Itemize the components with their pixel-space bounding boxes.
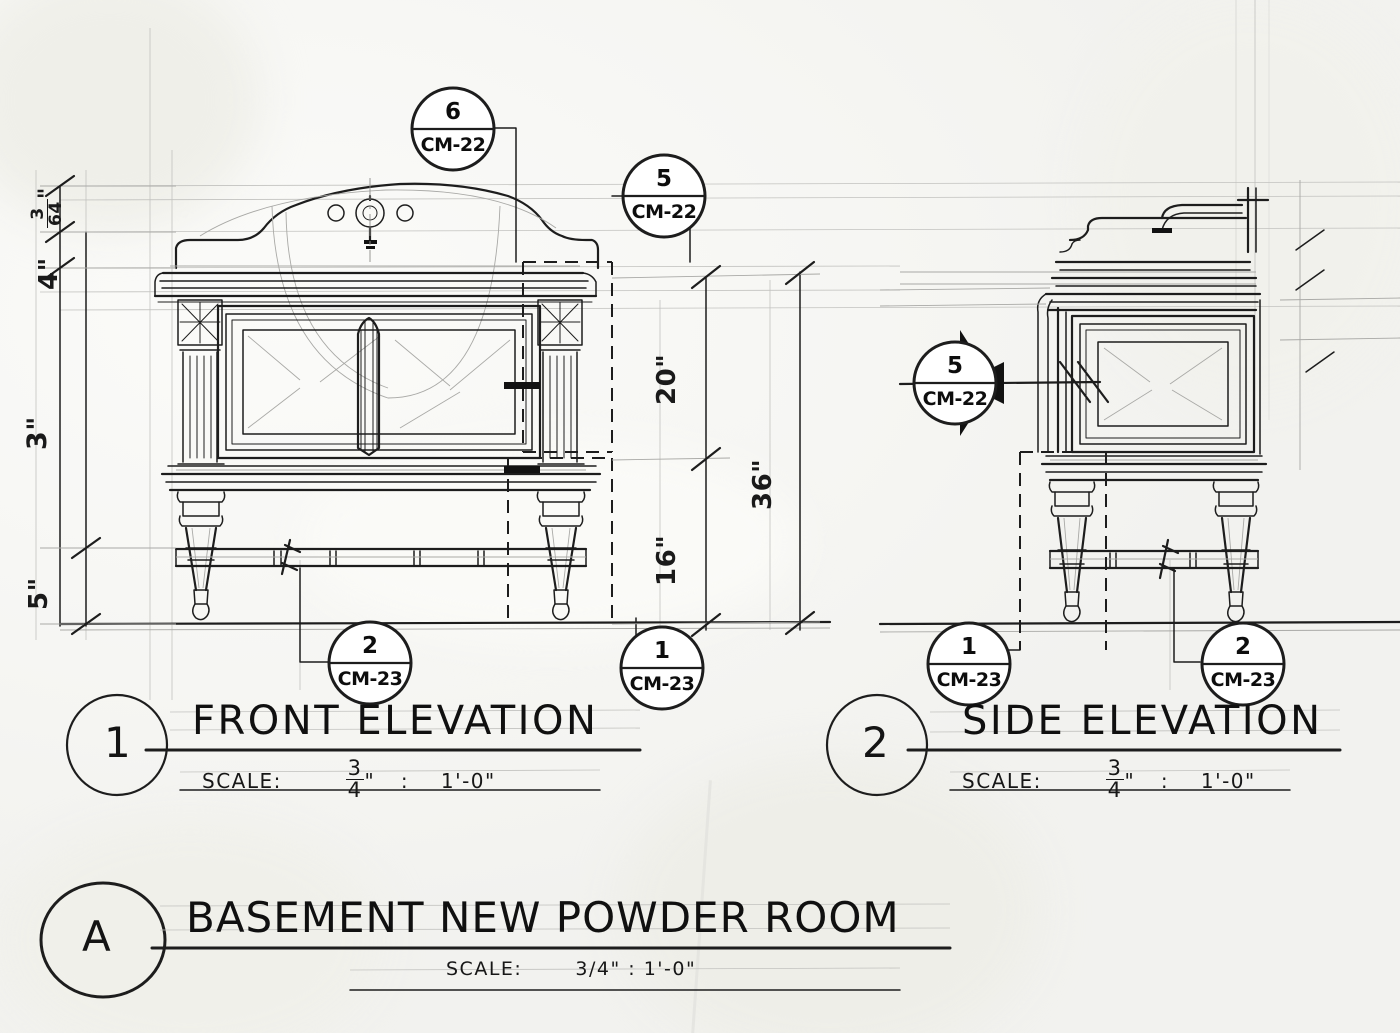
callout-bubble-2-cm23-side xyxy=(1200,621,1286,707)
sheet-title-scale: SCALE: 3/4" : 1'-0" xyxy=(446,958,696,980)
side-panel xyxy=(1036,292,1262,455)
callout-bubble-2-cm23-front xyxy=(327,620,413,706)
view-marker-circle-2 xyxy=(825,693,929,797)
faucet-handle-left xyxy=(327,204,345,222)
leg-front-left xyxy=(176,491,226,621)
faucet xyxy=(355,178,385,262)
callout-1-cm23-side-number[interactable]: 1 xyxy=(960,634,977,660)
side-section-tick xyxy=(1058,360,1092,404)
callout-1-cm23-front-sheet[interactable]: CM-23 xyxy=(629,673,695,695)
side-section-cut-lines xyxy=(1019,451,1107,650)
dimension-lower-leg-height: 16" xyxy=(652,534,682,586)
front-elevation-drawing xyxy=(40,127,832,663)
callout-5-cm22-front-number[interactable]: 5 xyxy=(655,166,672,192)
lower-shelf-side xyxy=(1048,538,1260,580)
sheet-marker-a[interactable]: A xyxy=(82,912,112,961)
callout-2-cm23-front-number[interactable]: 2 xyxy=(361,633,378,659)
front-dimension-lines-left xyxy=(40,174,176,636)
backsplash-side xyxy=(900,216,1258,287)
view-scale-label-2: SCALE: xyxy=(962,768,1042,793)
sheet-scale-label: SCALE: xyxy=(446,958,523,980)
pilaster-right xyxy=(537,299,585,465)
dimension-overall-height: 36" xyxy=(748,458,778,510)
front-section-cut-lines xyxy=(507,261,613,618)
sheet-marker-circle-a xyxy=(39,881,167,999)
apron xyxy=(160,465,602,492)
sheet-title-text: BASEMENT NEW POWDER ROOM xyxy=(186,893,900,942)
callout-6-cm22-sheet[interactable]: CM-22 xyxy=(420,134,486,156)
view-marker-2[interactable]: 2 xyxy=(862,718,890,767)
dimension-leg-base-height: 5" xyxy=(24,577,54,610)
side-section-tick-2 xyxy=(1076,360,1110,404)
faucet-side xyxy=(1152,186,1270,254)
callout-bubbles xyxy=(327,86,1286,711)
callout-5-cm22-side-number[interactable]: 5 xyxy=(946,353,963,379)
callout-2-cm23-side-sheet[interactable]: CM-23 xyxy=(1210,669,1276,691)
callout-5-cm22-side-sheet[interactable]: CM-22 xyxy=(922,388,988,410)
callout-2-cm23-side-number[interactable]: 2 xyxy=(1234,634,1251,660)
view-scale-value-2: 1'-0" xyxy=(1200,768,1256,793)
apron-side xyxy=(1040,455,1268,482)
faucet-handle-right xyxy=(396,204,414,222)
callout-5-cm22-front-sheet[interactable]: CM-22 xyxy=(631,201,697,223)
countertop-moulding xyxy=(153,265,598,303)
callout-bubble-1-cm23-front xyxy=(619,625,705,711)
view-scale-value-1: 1'-0" xyxy=(440,768,496,793)
callout-1-cm23-side-sheet[interactable]: CM-23 xyxy=(936,669,1002,691)
floor-line-front xyxy=(58,620,832,626)
callout-bubble-6-cm22 xyxy=(410,86,496,172)
callout-bubble-1-cm23-side xyxy=(926,621,1012,707)
construction-lines xyxy=(35,0,1400,700)
title-markers xyxy=(39,693,1342,999)
callout-2-cm23-front-sheet[interactable]: CM-23 xyxy=(337,668,403,690)
callout-1-cm23-front-number[interactable]: 1 xyxy=(653,638,670,664)
view-marker-1[interactable]: 1 xyxy=(104,718,132,767)
view-marker-circle-1 xyxy=(65,693,169,797)
drawer-panels xyxy=(216,304,542,460)
callout-6-cm22-number[interactable]: 6 xyxy=(444,99,461,125)
leg-side-left xyxy=(1048,481,1096,623)
lower-shelf xyxy=(174,538,588,576)
sheet-scale-value: 3/4" : 1'-0" xyxy=(575,958,697,980)
dimension-upper-box-height: 20" xyxy=(652,353,682,405)
dimension-cabinet-body-height: 3" xyxy=(22,416,53,450)
section-tick-front xyxy=(504,382,540,389)
section-tick-front-2 xyxy=(504,466,540,473)
view-scale-label-1: SCALE: xyxy=(202,768,282,793)
view-title-2: SIDE ELEVATION xyxy=(962,698,1323,744)
leg-front-right xyxy=(536,491,586,621)
callout-bubble-5-cm22-side xyxy=(912,330,1004,436)
front-dimension-lines-right xyxy=(611,260,821,638)
dimension-backsplash-overall: 4" xyxy=(34,257,64,290)
callout-bubble-5-cm22-front xyxy=(621,153,707,239)
view-title-1: FRONT ELEVATION xyxy=(192,698,599,744)
side-callout-leaders xyxy=(979,567,1201,663)
